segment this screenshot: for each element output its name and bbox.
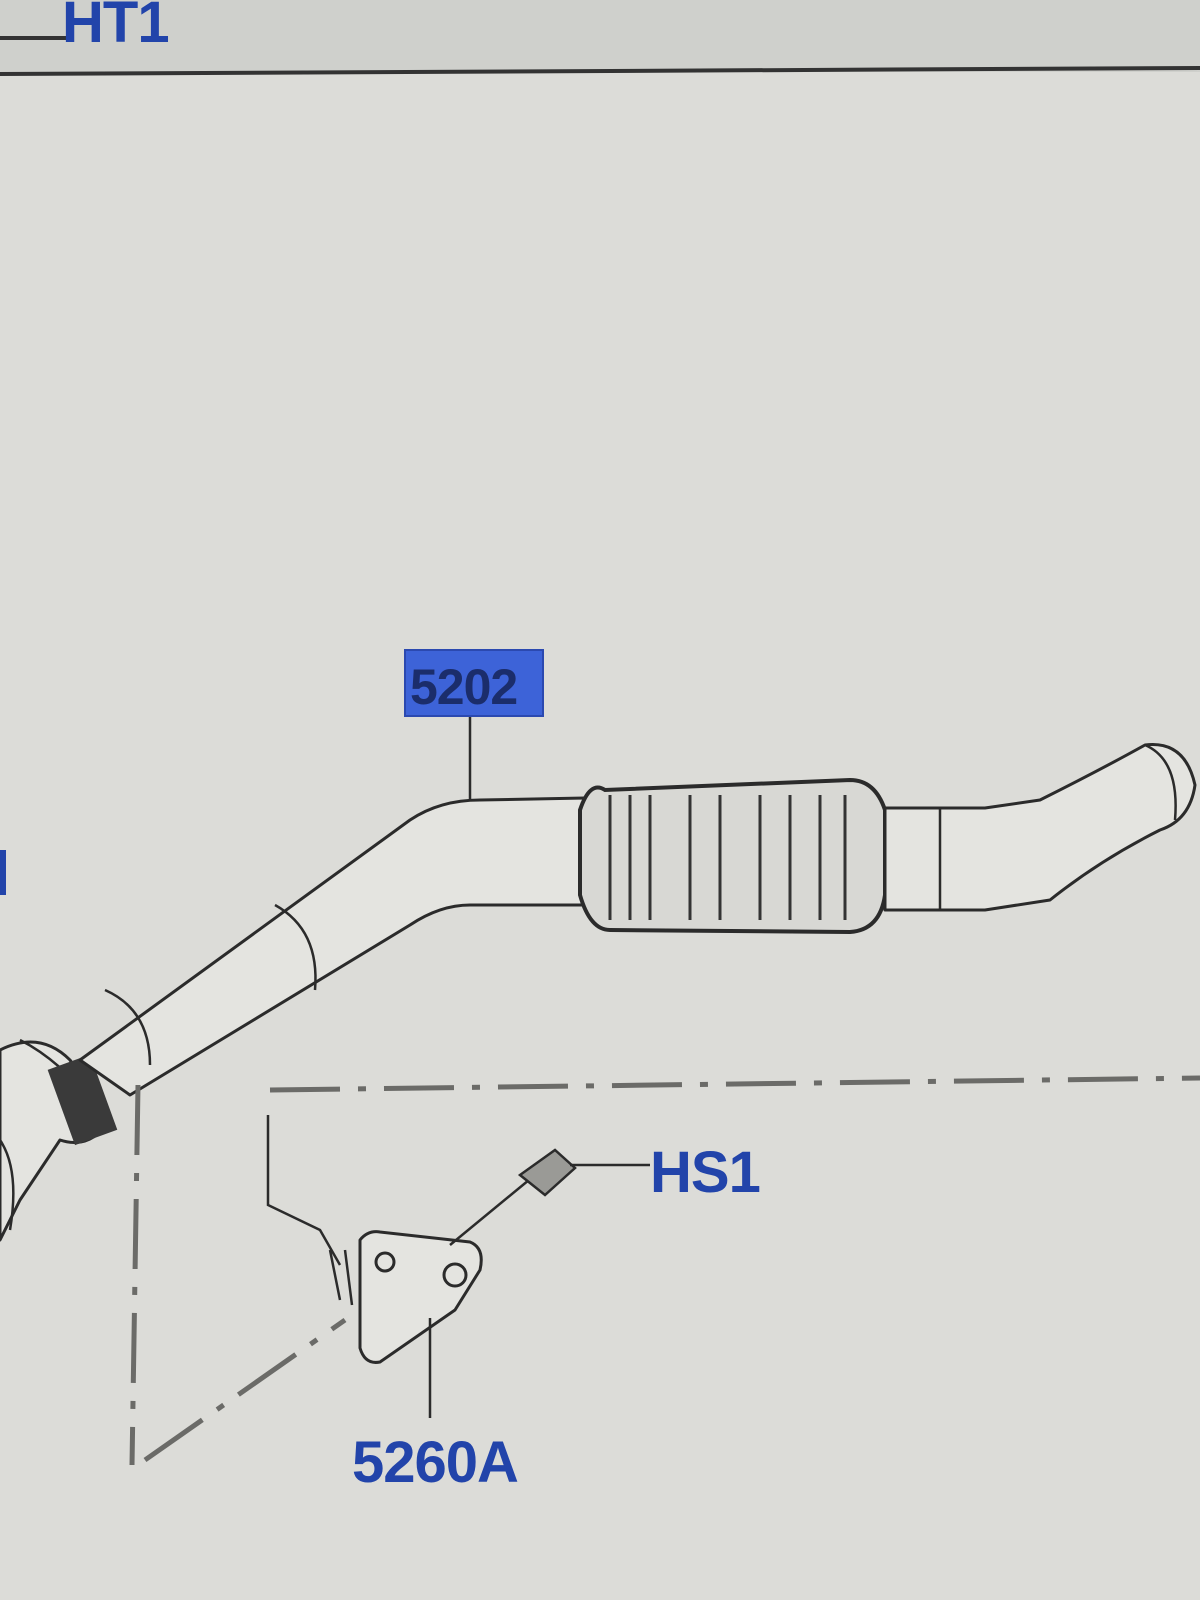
callout-5202-highlight <box>404 649 544 717</box>
pipe-rear-section <box>883 743 1197 912</box>
bracket-5260a[interactable] <box>266 1115 483 1364</box>
dashdot-vertical <box>129 1084 141 1466</box>
stud-hs1[interactable] <box>449 1148 650 1246</box>
offscreen-callout-mark <box>0 850 6 895</box>
catalytic-converter[interactable] <box>578 777 887 935</box>
dashdot-horizontal <box>269 1075 1200 1093</box>
pipe-front-flange <box>0 1038 118 1242</box>
dashdot-diagonal <box>143 1317 347 1463</box>
callout-5260a[interactable]: 5260A <box>352 1430 519 1495</box>
panel-top-border <box>0 66 1200 76</box>
callout-hs1[interactable]: HS1 <box>650 1140 761 1205</box>
callout-ht1[interactable]: HT1 <box>62 0 170 55</box>
callout-5202[interactable]: 5202 <box>410 659 518 715</box>
